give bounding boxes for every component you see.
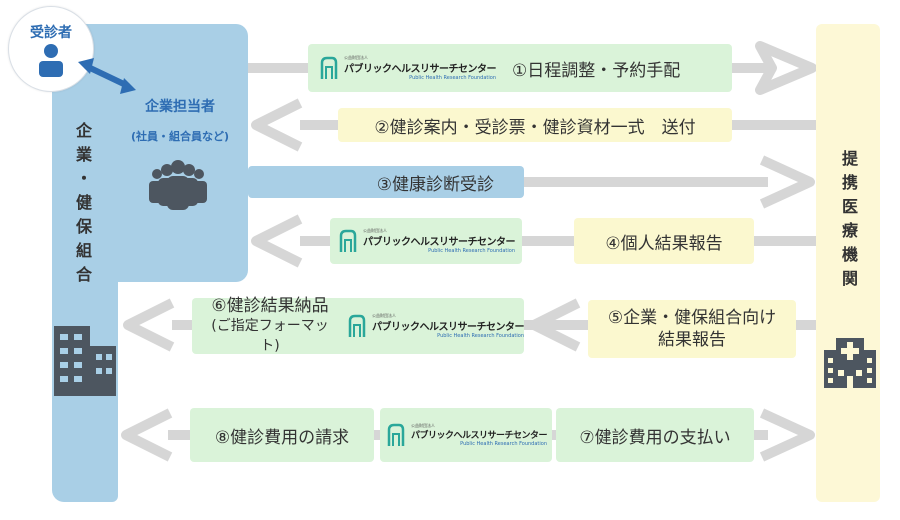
step2-box: ②健診案内・受診票・健診資材一式 送付: [338, 108, 732, 142]
logo-small-text: 公益財団法人: [363, 227, 387, 233]
phrf-logo-icon: [348, 314, 366, 337]
corp-label: 企業・健保組合: [73, 122, 92, 290]
step3-text: ③健康診断受診: [376, 174, 494, 195]
phrf-logo-icon: [320, 56, 338, 79]
step3-box: ③健康診断受診: [248, 166, 524, 198]
step8-box: ⑧健診費用の請求: [190, 408, 374, 462]
arrow-head-left-4: [251, 214, 303, 268]
logo-sub-text: Public Health Research Foundation: [437, 332, 524, 339]
arrow-head-left-2: [251, 98, 303, 152]
logo-sub-text: Public Health Research Foundation: [428, 247, 515, 254]
step6-box: ⑥健診結果納品 (ご指定フォーマット) 公益財団法人 パブリックヘルスリサーチセ…: [192, 296, 525, 354]
step5-text-line1: ⑤企業・健保組合向け: [607, 308, 777, 328]
step7-logo-box: 公益財団法人 パブリックヘルスリサーチセンター Public Health Re…: [380, 408, 552, 462]
logo-sub-text: Public Health Research Foundation: [460, 440, 547, 447]
arrow-shaft-step4: [300, 236, 816, 246]
arrow-head-left-5: [123, 298, 175, 352]
arrow-head-left-8: [121, 408, 173, 462]
logo-main-text: パブリックヘルスリサーチセンター: [410, 430, 548, 441]
phrf-logo: 公益財団法人 パブリックヘルスリサーチセンター Public Health Re…: [337, 227, 516, 254]
step8-text: ⑧健診費用の請求: [214, 427, 350, 448]
step1-text: ①日程調整・予約手配: [512, 60, 681, 81]
arrow-head-right-7: [759, 408, 815, 462]
double-arrow-icon: [78, 58, 136, 94]
phrf-logo: 公益財団法人 パブリックヘルスリサーチセンター Public Health Re…: [346, 312, 525, 339]
step4-text: ④個人結果報告: [605, 233, 723, 254]
logo-sub-text: Public Health Research Foundation: [409, 74, 496, 81]
step6-text-line2: (ご指定フォーマット): [211, 318, 329, 354]
step6-text-line1: ⑥健診結果納品: [211, 296, 329, 316]
step1-box: 公益財団法人 パブリックヘルスリサーチセンター Public Health Re…: [308, 44, 732, 92]
partner-panel: [816, 24, 880, 502]
step2-text: ②健診案内・受診票・健診資材一式 送付: [374, 117, 696, 138]
arrow-head-left-5b: [529, 298, 581, 352]
step5-box: ⑤企業・健保組合向け 結果報告: [588, 300, 796, 358]
logo-small-text: 公益財団法人: [344, 54, 368, 60]
corp-person-label: 企業担当者: [145, 99, 215, 115]
logo-small-text: 公益財団法人: [410, 422, 435, 428]
step7-box: ⑦健診費用の支払い: [556, 408, 754, 462]
arrow-head-right-3: [759, 155, 815, 209]
phrf-logo: 公益財団法人 パブリックヘルスリサーチセンター Public Health Re…: [385, 422, 548, 448]
step4-logo-box: 公益財団法人 パブリックヘルスリサーチセンター Public Health Re…: [330, 218, 522, 264]
phrf-logo-icon: [339, 229, 357, 252]
phrf-logo-icon: [387, 423, 405, 446]
patient-person-icon: [39, 44, 63, 77]
patient-label: 受診者: [30, 25, 72, 41]
step5-text-line2: 結果報告: [658, 330, 726, 350]
hospital-icon: [824, 338, 876, 388]
partner-label: 提携医療機関: [839, 150, 858, 294]
step4-box: ④個人結果報告: [574, 218, 754, 264]
logo-main-text: パブリックヘルスリサーチセンター: [372, 321, 525, 333]
arrow-head-right-1: [755, 41, 817, 95]
office-building-icon: [54, 326, 116, 396]
corp-person-sublabel: (社員・組合員など): [130, 130, 230, 143]
logo-small-text: 公益財団法人: [372, 312, 396, 318]
logo-main-text: パブリックヘルスリサーチセンター: [363, 236, 516, 248]
phrf-logo: 公益財団法人 パブリックヘルスリサーチセンター Public Health Re…: [318, 55, 500, 81]
group-people-icon: [149, 160, 207, 210]
step7-text: ⑦健診費用の支払い: [579, 427, 731, 448]
logo-main-text: パブリックヘルスリサーチセンター: [344, 63, 497, 75]
